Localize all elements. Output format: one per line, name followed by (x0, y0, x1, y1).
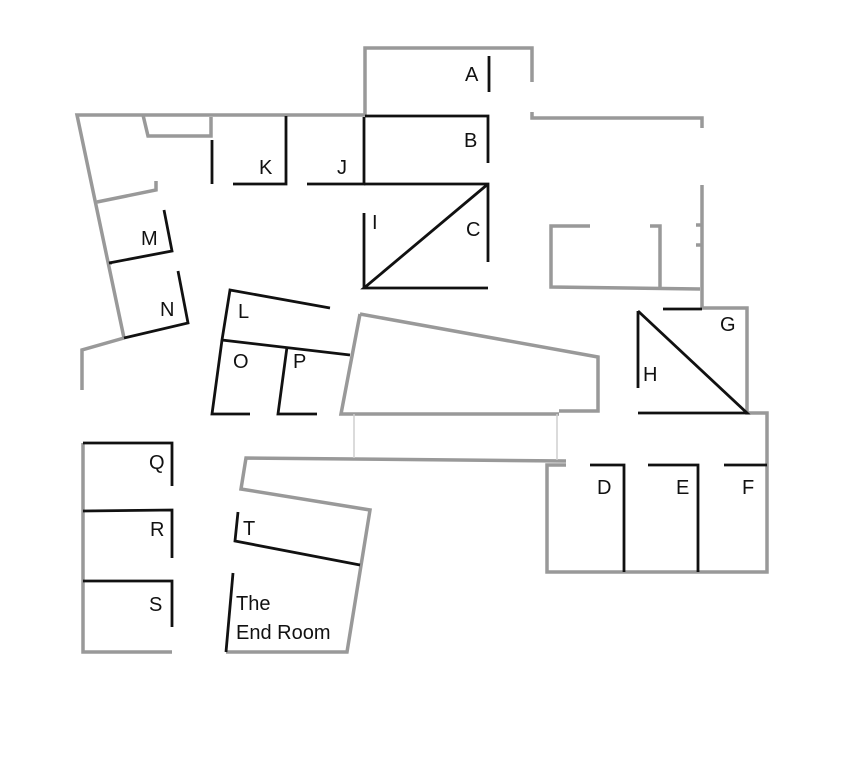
wall-o (210, 339, 250, 416)
wall-s (83, 579, 174, 627)
wall-q (83, 441, 174, 486)
wall-top-wing (363, 46, 534, 115)
wall-top-right-corridor (530, 112, 704, 128)
wall-t (233, 511, 361, 567)
inner-walls (82, 56, 767, 653)
label-end-room-line2: End Room (236, 622, 331, 644)
label-room-p: P (293, 351, 306, 373)
label-room-h: H (643, 364, 657, 386)
wall-end-room (224, 572, 235, 653)
wall-right-notch (696, 223, 702, 247)
label-room-m: M (141, 228, 158, 250)
label-room-i: I (372, 212, 378, 234)
room-labels: A B C I J K M N L O P G H D E F Q R S T … (141, 64, 754, 644)
wall-k (233, 116, 288, 186)
label-room-g: G (720, 314, 736, 336)
label-room-s: S (149, 594, 162, 616)
label-room-t: T (243, 518, 255, 540)
wall-ci (360, 182, 490, 290)
label-room-c: C (466, 219, 480, 241)
label-room-b: B (464, 130, 477, 152)
label-room-q: Q (149, 452, 165, 474)
label-room-r: R (150, 519, 164, 541)
wall-d (590, 463, 626, 572)
wall-e (648, 463, 700, 572)
wall-central-block (338, 312, 600, 416)
label-room-l: L (238, 301, 249, 323)
label-room-n: N (160, 299, 174, 321)
label-room-a: A (465, 64, 479, 86)
label-room-d: D (597, 477, 611, 499)
wall-j (307, 117, 366, 186)
wall-notch-top (141, 114, 213, 138)
wall-g-room (545, 306, 769, 574)
wall-p (276, 346, 317, 416)
label-room-o: O (233, 351, 249, 373)
wall-left-n (80, 336, 125, 390)
label-room-e: E (676, 477, 689, 499)
wall-b (365, 114, 490, 163)
outer-walls (74, 46, 769, 654)
label-room-j: J (337, 157, 347, 179)
wall-m (108, 209, 174, 265)
wall-left-stub (96, 181, 158, 204)
wall-mid-right-room (549, 224, 701, 291)
label-room-k: K (259, 157, 273, 179)
wall-qrs-block (81, 443, 172, 654)
wall-lower-block (226, 456, 567, 654)
faint-lines (353, 414, 558, 460)
wall-mid-right-divider (650, 224, 662, 288)
wall-top-left (74, 113, 365, 339)
label-end-room-line1: The (236, 593, 270, 615)
wall-gh (636, 307, 751, 415)
wall-r (82, 508, 174, 558)
wall-n (123, 270, 190, 340)
label-room-f: F (742, 477, 754, 499)
